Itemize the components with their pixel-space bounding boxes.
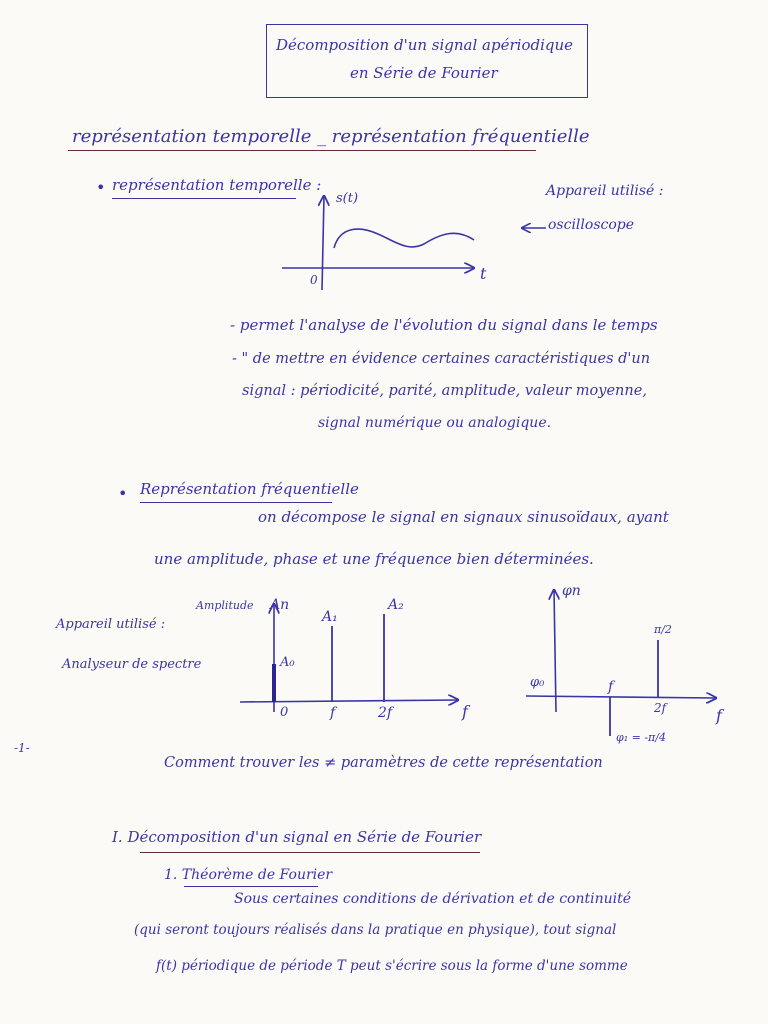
phase-label-pi2: π/2: [654, 623, 672, 636]
frequentielle-heading: Représentation fréquentielle: [140, 480, 359, 498]
section-I-line-3: f(t) périodique de période T peut s'écri…: [156, 958, 628, 974]
phase-y-label: φn: [562, 583, 581, 599]
amp-label-a2: A₂: [388, 597, 404, 613]
title-line-1: Décomposition d'un signal apériodique: [276, 36, 574, 54]
phase-y-axis: [554, 590, 556, 713]
phase-label-phi0: φ₀: [530, 675, 545, 690]
temporelle-line-4: signal numérique ou analogique.: [318, 415, 552, 431]
temporelle-line-1: - permet l'analyse de l'évolution du sig…: [230, 316, 658, 334]
question-line: Comment trouver les ≠ paramètres de cett…: [164, 755, 603, 771]
amp-label-a0: A₀: [280, 655, 295, 670]
header-underline: [68, 150, 536, 151]
section-I-heading: I. Décomposition d'un signal en Série de…: [112, 828, 482, 846]
amp-x-label: f: [462, 702, 468, 721]
phase-tick-2f: 2f: [654, 701, 667, 715]
page-number-note: -1-: [14, 741, 30, 755]
section-I-subheading: 1. Théorème de Fourier: [164, 867, 333, 883]
bullet: •: [118, 484, 128, 503]
frequentielle-underline: [140, 502, 332, 503]
section-I-line-1: Sous certaines conditions de dérivation …: [234, 891, 632, 907]
frequentielle-line-2: une amplitude, phase et une fréquence bi…: [154, 550, 594, 568]
temporal-y-axis: [322, 196, 324, 291]
graph-origin: 0: [310, 273, 318, 287]
amp-tick-f: f: [330, 705, 336, 721]
amp-x-axis: [239, 700, 458, 702]
amplitude-graph: [239, 604, 458, 712]
bullet: •: [96, 178, 106, 197]
temporal-signal-curve: [333, 228, 475, 249]
amp-tick-2f: 2f: [378, 705, 393, 721]
frequentielle-line-1: on décompose le signal en signaux sinuso…: [258, 508, 669, 526]
phase-tick-f: f: [608, 679, 614, 695]
section-I-line-2: (qui seront toujours réalisés dans la pr…: [134, 922, 617, 938]
temporelle-line-3: signal : périodicité, parité, amplitude,…: [242, 383, 647, 399]
temporelle-heading: représentation temporelle :: [112, 176, 322, 194]
section-I-sub-underline: [184, 886, 318, 887]
appareil-label-1: Appareil utilisé :: [546, 183, 664, 199]
title-line-2: en Série de Fourier: [350, 64, 498, 82]
phase-x-label: f: [716, 706, 722, 725]
temporal-graph: [282, 196, 546, 291]
header-line: représentation temporelle _ représentati…: [72, 126, 590, 147]
graph-x-label: t: [480, 264, 487, 283]
graph-y-label: s(t): [336, 191, 359, 206]
temporelle-line-2: - " de mettre en évidence certaines cara…: [232, 351, 651, 367]
appareil-name-1: oscilloscope: [548, 217, 635, 233]
amp-y-axis-label: Amplitude: [196, 599, 254, 612]
temporelle-underline: [112, 198, 296, 199]
appareil-name-2: Analyseur de spectre: [62, 657, 202, 672]
phase-x-axis: [525, 696, 716, 698]
amp-label-a1: A₁: [322, 609, 338, 625]
phase-graph: [525, 590, 716, 736]
appareil-label-2: Appareil utilisé :: [56, 617, 166, 632]
amp-origin: 0: [280, 705, 289, 720]
section-I-underline: [140, 852, 480, 853]
title-box: [266, 24, 588, 98]
phase-label-phi1: φ₁ = -π/4: [616, 731, 666, 744]
